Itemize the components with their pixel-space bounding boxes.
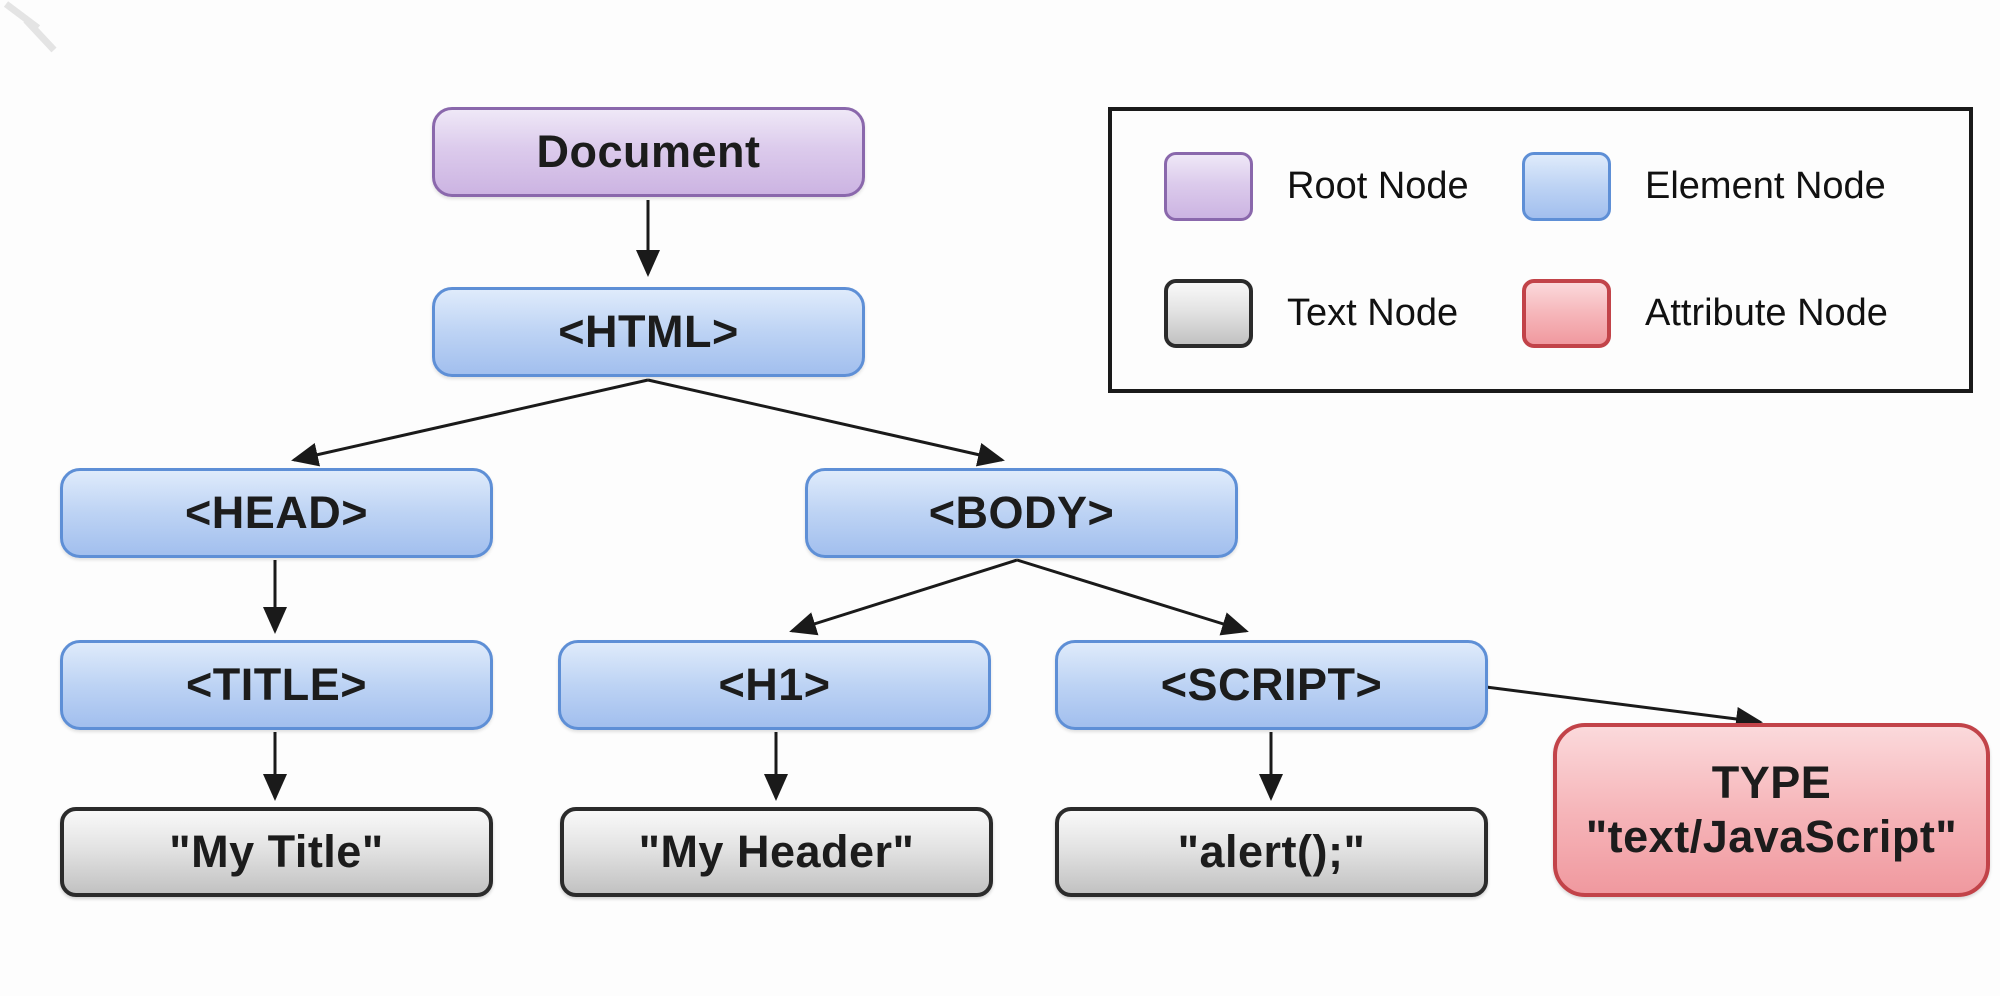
node-title: <TITLE> <box>60 640 493 730</box>
node-attribute-type: TYPE "text/JavaScript" <box>1553 723 1990 897</box>
node-text-my-title: "My Title" <box>60 807 493 897</box>
legend-root-label: Root Node <box>1287 165 1469 207</box>
node-text-my-header: "My Header" <box>560 807 993 897</box>
edge-html-head <box>291 378 649 467</box>
node-html: <HTML> <box>432 287 865 377</box>
legend-item-attribute: Attribute Node <box>1522 279 1969 348</box>
node-attribute-type-line1: TYPE <box>1711 757 1832 808</box>
node-attribute-type-line2: "text/JavaScript" <box>1585 811 1958 862</box>
edge-script-type <box>1485 685 1763 731</box>
node-title-label: <TITLE> <box>185 659 368 710</box>
node-text-my-header-label: "My Header" <box>638 826 915 877</box>
edge-body-script <box>1016 558 1249 636</box>
node-script-label: <SCRIPT> <box>1160 659 1383 710</box>
node-body: <BODY> <box>805 468 1238 558</box>
root-node-swatch-icon <box>1164 152 1253 221</box>
node-head: <HEAD> <box>60 468 493 558</box>
node-script: <SCRIPT> <box>1055 640 1488 730</box>
edge-html-body <box>647 378 1005 467</box>
attribute-node-swatch-icon <box>1522 279 1611 348</box>
node-document: Document <box>432 107 865 197</box>
node-text-alert: "alert();" <box>1055 807 1488 897</box>
node-h1-label: <H1> <box>718 659 831 710</box>
edge-body-h1 <box>789 558 1018 636</box>
node-document-label: Document <box>536 126 761 177</box>
legend-item-text: Text Node <box>1164 279 1522 348</box>
legend-attribute-label: Attribute Node <box>1645 292 1888 334</box>
node-h1: <H1> <box>558 640 991 730</box>
legend-element-label: Element Node <box>1645 165 1886 207</box>
node-html-label: <HTML> <box>558 306 739 357</box>
node-body-label: <BODY> <box>928 487 1115 538</box>
legend-item-root: Root Node <box>1164 152 1522 221</box>
element-node-swatch-icon <box>1522 152 1611 221</box>
legend: Root Node Element Node Text Node Attribu… <box>1108 107 1973 393</box>
corner-artifact <box>3 1 57 53</box>
text-node-swatch-icon <box>1164 279 1253 348</box>
legend-text-label: Text Node <box>1287 292 1459 334</box>
node-head-label: <HEAD> <box>184 487 369 538</box>
legend-item-element: Element Node <box>1522 152 1969 221</box>
node-text-my-title-label: "My Title" <box>169 826 384 877</box>
node-text-alert-label: "alert();" <box>1177 826 1366 877</box>
